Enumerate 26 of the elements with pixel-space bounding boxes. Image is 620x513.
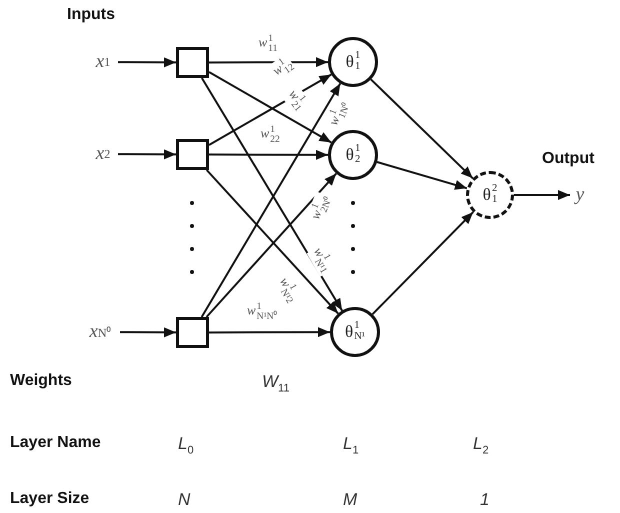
layer-size: 1 [480,490,490,510]
input-node [176,317,209,348]
layer-symbol: L$_{1}$ [343,434,359,456]
input-node [176,47,209,78]
input-node [176,139,209,170]
arrow [370,78,474,179]
arrow [118,57,176,68]
weight-symbol: W$_{11}$ [262,372,290,394]
arrow [372,211,474,315]
layer-symbol: L$_{0}$ [178,434,194,456]
arrow [209,327,330,338]
arrow [376,161,468,190]
layer-symbol: L$_{2}$ [473,434,489,456]
layer-size: N [178,490,190,510]
section-heading: Inputs [67,6,115,24]
row-heading: Weights [10,372,72,390]
layer-size: M [343,490,358,510]
arrow [120,327,176,338]
section-heading: Output [542,150,594,168]
arrow [209,57,328,68]
row-heading: Layer Name [10,434,101,452]
output-variable: y [570,183,590,207]
arrow [209,150,328,160]
arrow [118,149,176,160]
arrow [514,190,570,200]
row-heading: Layer Size [10,490,90,508]
